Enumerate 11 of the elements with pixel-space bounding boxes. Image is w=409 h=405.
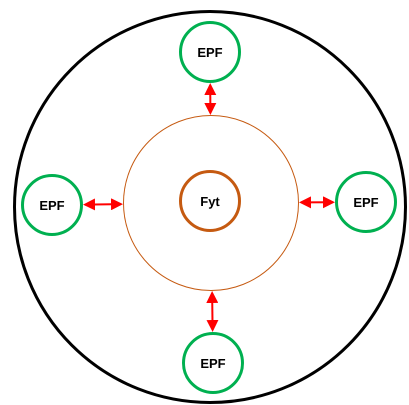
circle-node: Fyt xyxy=(179,170,241,232)
ring-outline xyxy=(13,10,407,404)
double-arrow xyxy=(299,196,335,208)
double-arrow xyxy=(83,198,123,210)
ring-outline xyxy=(123,115,299,291)
circle-node: EPF xyxy=(21,174,83,236)
double-arrow xyxy=(206,291,218,332)
circle-node: EPF xyxy=(179,21,241,83)
double-arrow xyxy=(204,83,216,115)
circle-node: EPF xyxy=(335,171,397,233)
circle-node: EPF xyxy=(182,332,244,394)
